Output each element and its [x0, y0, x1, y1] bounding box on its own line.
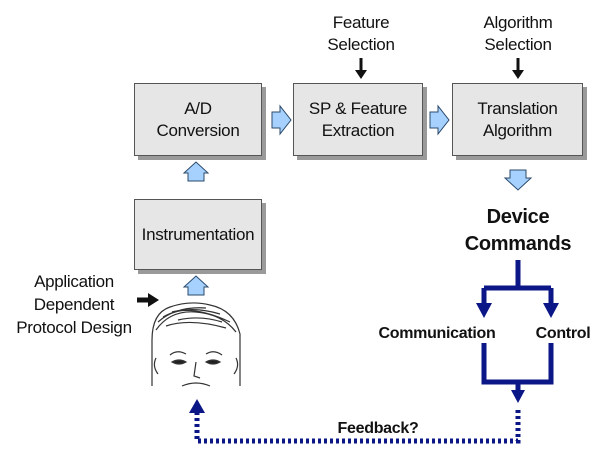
translation-algorithm-label: Translation Algorithm	[477, 98, 558, 140]
sp-feature-extraction-label: SP & Feature Extraction	[308, 98, 408, 140]
feedback-label: Feedback?	[337, 420, 419, 437]
application-arrow	[137, 293, 159, 307]
feedback-loop	[189, 399, 521, 444]
algorithm-selection-label: Algorithm Selection	[483, 13, 553, 54]
application-protocol-label: Application Dependent Protocol Design	[16, 272, 132, 337]
feature-selection-label: Feature Selection	[327, 13, 395, 54]
ad-conversion-label: A/D Conversion	[156, 98, 240, 140]
control-arrowhead	[543, 303, 559, 318]
arrow-up-instr-to-ad	[182, 161, 210, 182]
control-label: Control	[535, 325, 591, 342]
arrow-up-face-to-instr	[182, 275, 210, 296]
arrow-right-sp-to-ta	[429, 104, 450, 136]
ad-conversion-box: A/D Conversion	[134, 83, 262, 156]
sp-feature-extraction-box: SP & Feature Extraction	[293, 83, 423, 156]
arrow-down-ta-to-commands	[503, 169, 533, 191]
device-commands-label: Device Commands	[464, 206, 572, 255]
face-icon	[151, 302, 241, 387]
communication-arrowhead	[476, 303, 492, 318]
translation-algorithm-box: Translation Algorithm	[452, 83, 583, 156]
feature-selection-arrow	[355, 58, 367, 79]
feedback-start-arrowhead	[511, 390, 525, 403]
instrumentation-box: Instrumentation	[134, 199, 262, 270]
algorithm-selection-arrow	[512, 58, 524, 79]
arrow-right-ad-to-sp	[271, 104, 292, 136]
instrumentation-label: Instrumentation	[141, 224, 255, 244]
communication-label: Communication	[378, 325, 496, 342]
